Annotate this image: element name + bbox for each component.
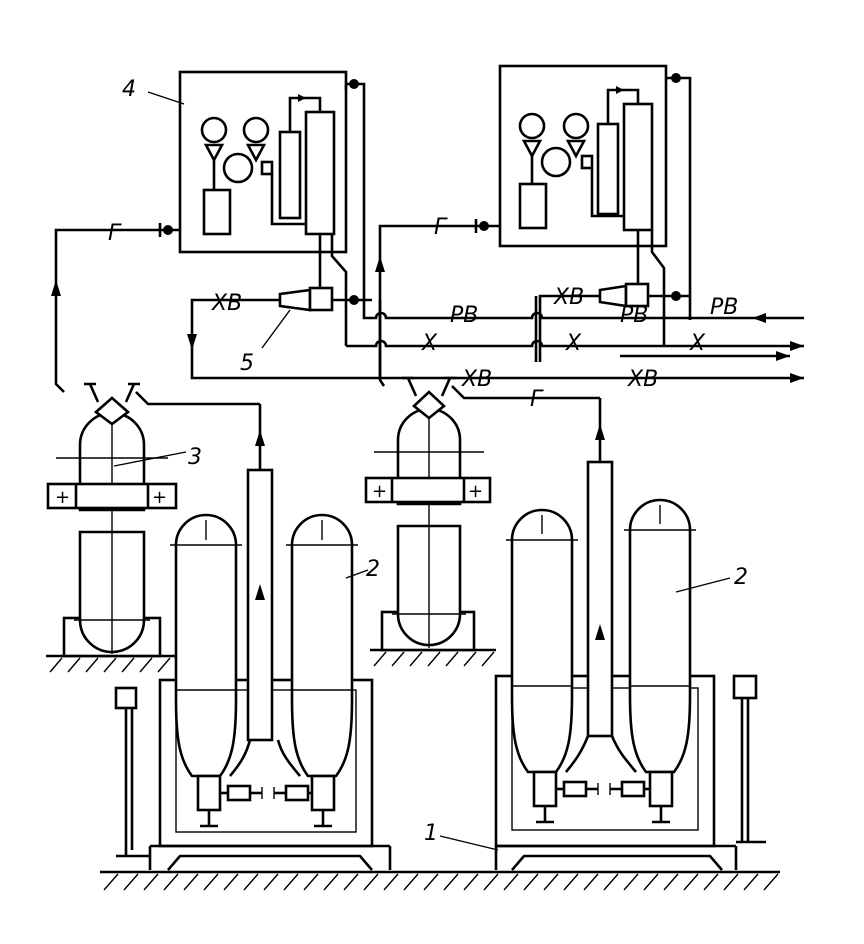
cylinder-platform-right: [370, 648, 496, 667]
label-panel-4: 4: [122, 77, 136, 102]
label-unit-1: 1: [424, 821, 438, 846]
pipe-label-cold-water-left: ХВ: [211, 291, 242, 316]
cylinder-platform-left: [46, 654, 178, 673]
svg-text:+: +: [55, 487, 70, 508]
pipe-label-gas-left: Г: [108, 221, 122, 246]
piping: [51, 73, 804, 406]
pipe-label-cold-water-bottom2: ХВ: [627, 367, 658, 392]
pipe-label-return-water-mid: РВ: [620, 303, 648, 328]
tank-unit-left: [114, 404, 392, 871]
label-tank-2-right: 2: [734, 565, 748, 590]
svg-text:+: +: [152, 487, 167, 508]
svg-text:+: +: [372, 481, 387, 502]
label-tank-2-left: 2: [366, 557, 380, 582]
pipe-label-hot-water-mid: Х: [565, 331, 582, 356]
pipe-label-cold-water-mid: ХВ: [553, 285, 584, 310]
leader-lines: [113, 91, 731, 851]
control-panel-left: [178, 70, 348, 296]
gas-cylinder-left: + +: [46, 382, 178, 658]
pipe-label-gas-bottom: Г: [530, 387, 544, 412]
label-cylinder-3: 3: [188, 445, 202, 470]
pipe-label-gas-center: Г: [434, 215, 448, 240]
svg-text:+: +: [468, 481, 483, 502]
tank-unit-right: [494, 398, 766, 871]
pipe-label-hot-water-left: Х: [421, 331, 438, 356]
floor: [100, 870, 780, 891]
control-panel-right: [498, 64, 668, 290]
pipe-label-hot-water-right: Х: [689, 331, 706, 356]
pipe-label-return-water-right: РВ: [710, 295, 738, 320]
pipe-label-cold-water-bottom1: ХВ: [461, 367, 492, 392]
label-mixer-5: 5: [240, 351, 254, 376]
pipe-label-return-water-left: РВ: [450, 303, 478, 328]
gas-cylinder-right: + +: [364, 376, 492, 652]
